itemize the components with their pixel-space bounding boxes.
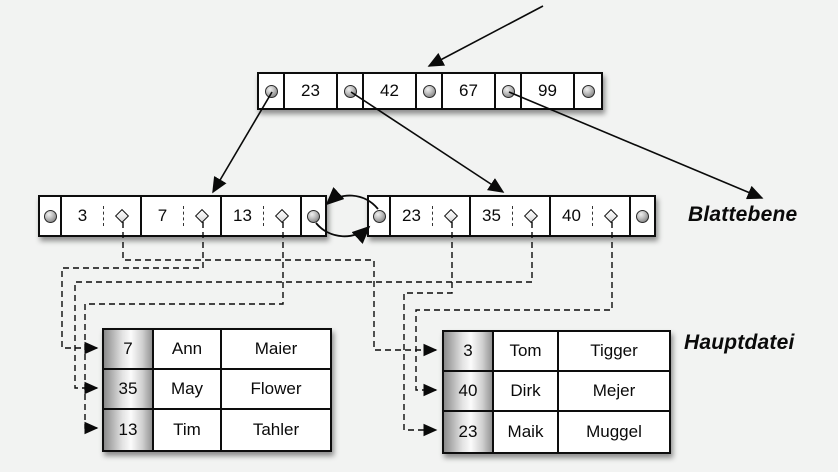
- root-pointer-cell-1: [259, 74, 285, 108]
- leaf-pointer-cell: [302, 197, 325, 235]
- main-file-table-right: 3 Tom Tigger 40 Dirk Mejer 23 Maik Mugge…: [442, 330, 671, 454]
- root-pointer-cell-4: [496, 74, 522, 108]
- label-main-file: Hauptdatei: [684, 331, 795, 354]
- leaf-key-value: 40: [551, 206, 593, 226]
- record-key: 40: [444, 372, 494, 412]
- pointer-circle-icon: [43, 209, 57, 223]
- record-key: 35: [104, 370, 154, 410]
- record-key: 3: [444, 332, 494, 372]
- root-key-value: 42: [380, 81, 399, 100]
- pointer-circle-icon: [422, 84, 436, 98]
- leaf-key-cell: 40: [551, 197, 631, 235]
- leaf-key-value: 35: [471, 206, 513, 226]
- record-firstname: May: [154, 370, 222, 410]
- record-lastname: Flower: [222, 370, 330, 410]
- root-pointer-cell-5: [575, 74, 601, 108]
- leaf-pointer-cell: [40, 197, 62, 235]
- leaf-node-right: 23 35 40: [367, 195, 656, 237]
- record-ref-cell: [184, 208, 220, 224]
- record-ref-cell: [104, 208, 140, 224]
- root-pointer-cell-3: [417, 74, 443, 108]
- record-firstname: Tim: [154, 410, 222, 450]
- label-leaf-level: Blattebene: [688, 203, 798, 226]
- leaf-key-cell: 13: [222, 197, 302, 235]
- pointer-circle-icon: [264, 84, 278, 98]
- leaf-key-value: 3: [62, 206, 104, 226]
- leaf-key-value: 13: [222, 206, 264, 226]
- leaf-key-value: 23: [391, 206, 433, 226]
- root-node: 23 42 67 99: [257, 72, 603, 110]
- record-firstname: Tom: [494, 332, 559, 372]
- record-lastname: Tigger: [559, 332, 669, 372]
- root-key-value: 67: [459, 81, 478, 100]
- leaf-pointer-cell: [369, 197, 391, 235]
- record-firstname: Ann: [154, 330, 222, 370]
- leaf-key-cell: 3: [62, 197, 142, 235]
- root-key-cell-4: 99: [522, 74, 575, 108]
- diamond-icon: [443, 208, 459, 224]
- leaf-key-value: 7: [142, 206, 184, 226]
- leaf-key-cell: 35: [471, 197, 551, 235]
- record-ref-cell: [433, 208, 469, 224]
- diamond-icon: [603, 208, 619, 224]
- root-key-cell-1: 23: [285, 74, 338, 108]
- leaf-pointer-cell: [631, 197, 654, 235]
- pointer-circle-icon: [307, 209, 320, 223]
- pointer-circle-icon: [372, 209, 386, 223]
- record-key: 13: [104, 410, 154, 450]
- pointer-circle-icon: [501, 84, 515, 98]
- record-ref-cell: [264, 208, 300, 224]
- diamond-icon: [194, 208, 210, 224]
- pointer-circle-icon: [343, 84, 357, 98]
- record-lastname: Muggel: [586, 422, 642, 441]
- record-ref-cell: [593, 208, 629, 224]
- leaf-key-cell: 7: [142, 197, 222, 235]
- record-key: 23: [444, 412, 494, 452]
- root-pointer-cell-2: [338, 74, 364, 108]
- diamond-icon: [523, 208, 539, 224]
- diamond-icon: [114, 208, 130, 224]
- leaf-node-left: 3 7 13: [38, 195, 327, 237]
- diamond-icon: [274, 208, 290, 224]
- record-firstname: Maik: [494, 412, 559, 452]
- root-key-cell-2: 42: [364, 74, 417, 108]
- pointer-circle-icon: [636, 209, 649, 223]
- record-key: 7: [104, 330, 154, 370]
- record-lastname: Maier: [222, 330, 330, 370]
- root-key-value: 99: [538, 81, 557, 100]
- pointer-circle-icon: [581, 84, 595, 98]
- record-firstname: Dirk: [494, 372, 559, 412]
- leaf-key-cell: 23: [391, 197, 471, 235]
- record-lastname: Mejer: [559, 372, 669, 412]
- root-key-value: 23: [301, 81, 320, 100]
- record-ref-cell: [513, 208, 549, 224]
- root-key-cell-3: 67: [443, 74, 496, 108]
- record-lastname: Tahler: [252, 420, 300, 439]
- main-file-table-left: 7 Ann Maier 35 May Flower 13 Tim Tahler: [102, 328, 332, 452]
- arrow-into-root: [427, 5, 544, 67]
